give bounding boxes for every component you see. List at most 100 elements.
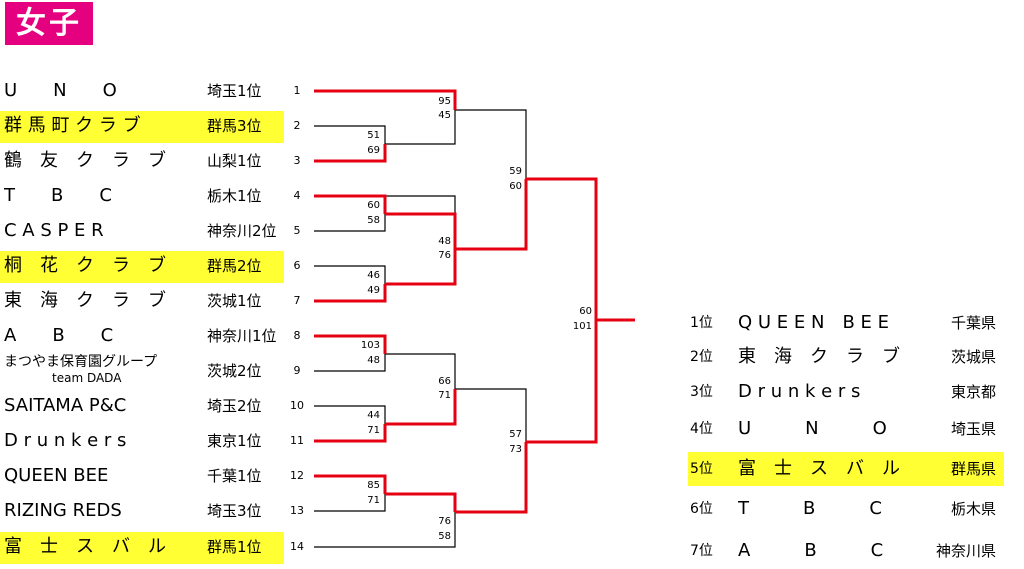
winner-line (455, 179, 528, 251)
team-pref: 山梨1位 (207, 152, 262, 170)
page-title: 女子 (5, 2, 93, 45)
score-bottom: 49 (367, 285, 380, 296)
score-top: 66 (438, 376, 451, 387)
score-bottom: 60 (509, 181, 522, 192)
team-name: A B C (4, 325, 114, 346)
score-bottom: 48 (367, 355, 380, 366)
rank-position: 7位 (690, 543, 713, 559)
winner-line (385, 492, 457, 512)
team-seed: 3 (293, 154, 301, 167)
score-bottom: 101 (572, 321, 592, 332)
team-name: 群 馬 町 ク ラ ブ (4, 115, 141, 136)
rank-position: 1位 (690, 315, 713, 331)
team-seed: 8 (293, 329, 301, 342)
rank-position: 5位 (690, 461, 713, 477)
team-pref: 茨城1位 (207, 292, 262, 310)
rank-pref: 茨城県 (950, 348, 996, 366)
team-pref: 神奈川2位 (207, 222, 277, 240)
score-bottom: 69 (367, 145, 380, 156)
winner-line (314, 144, 387, 163)
score-top: 51 (367, 130, 380, 141)
bracket-line (314, 494, 386, 512)
score-top: 48 (438, 236, 451, 247)
rank-pref: 埼玉県 (950, 420, 996, 438)
team-seed: 1 (293, 84, 301, 97)
score-top: 103 (360, 340, 380, 351)
rank-team: A B C (738, 540, 884, 561)
team-name: 東 海 ク ラ ブ (4, 290, 166, 311)
team-pref: 栃木1位 (207, 187, 262, 205)
score-top: 59 (509, 166, 522, 177)
score-bottom: 71 (367, 495, 380, 506)
rank-pref: 群馬県 (950, 460, 996, 478)
score-top: 44 (367, 410, 380, 421)
bracket-line (314, 125, 386, 144)
team-highlight (0, 532, 284, 564)
winner-line (314, 474, 387, 494)
ranking-highlight (688, 452, 1004, 486)
bracket-line (314, 214, 386, 232)
team-pref: 群馬2位 (207, 257, 262, 275)
team-seed: 14 (290, 540, 304, 553)
rank-position: 6位 (690, 501, 713, 517)
team-name: 富 士 ス バ ル (4, 536, 166, 557)
score-bottom: 73 (509, 444, 522, 455)
winner-line (385, 212, 457, 249)
team-name: まつやま保育園グループ team DADA (4, 354, 184, 390)
team-name: 鶴 友 ク ラ ブ (4, 150, 166, 171)
team-pref: 埼玉3位 (207, 502, 262, 520)
team-seed: 9 (293, 364, 301, 377)
team-pref: 埼玉2位 (207, 397, 262, 415)
team-seed: 2 (293, 119, 301, 132)
score-top: 60 (579, 306, 592, 317)
score-top: 85 (367, 480, 380, 491)
team-seed: 6 (293, 259, 301, 272)
winner-line (314, 284, 387, 303)
team-name: 桐 花 ク ラ ブ (4, 255, 166, 276)
team-name: T B C (4, 185, 112, 206)
team-pref: 東京1位 (207, 432, 262, 450)
team-pref: 神奈川1位 (207, 327, 277, 345)
team-pref: 群馬1位 (207, 538, 262, 556)
team-seed: 11 (290, 434, 304, 447)
winner-line (385, 249, 457, 286)
team-seed: 7 (293, 294, 301, 307)
team-seed: 4 (293, 189, 301, 202)
team-seed: 12 (290, 469, 304, 482)
score-top: 95 (438, 96, 451, 107)
team-highlight (0, 251, 284, 283)
score-bottom: 58 (438, 531, 451, 542)
team-pref: 埼玉1位 (207, 82, 262, 100)
winner-line (314, 424, 387, 443)
team-name: SAITAMA P&C (4, 395, 127, 416)
team-pref: 群馬3位 (207, 117, 262, 135)
team-name: RIZING REDS (4, 500, 122, 521)
team-name-line2: team DADA (52, 371, 122, 385)
winner-line (526, 177, 598, 320)
rank-pref: 栃木県 (950, 500, 996, 518)
winner-line (314, 194, 387, 214)
rank-team: 東 海 ク ラ ブ (738, 346, 900, 367)
score-top: 46 (367, 270, 380, 281)
bracket-line (314, 512, 456, 548)
bracket-line (385, 353, 456, 389)
team-seed: 5 (293, 224, 301, 237)
score-bottom: 45 (438, 110, 451, 121)
score-bottom: 71 (367, 425, 380, 436)
rank-position: 2位 (690, 349, 713, 365)
bracket-line (526, 178, 597, 320)
score-top: 57 (509, 429, 522, 440)
rank-team: U N O (738, 418, 887, 439)
bracket-line (385, 110, 456, 145)
winner-line (526, 318, 635, 444)
score-top: 76 (438, 516, 451, 527)
bracket-line (314, 265, 386, 284)
bracket-line (314, 405, 386, 424)
team-pref: 茨城2位 (207, 362, 262, 380)
team-name: U N O (4, 80, 117, 101)
winner-line (314, 334, 387, 354)
winner-line (314, 89, 457, 110)
team-seed: 10 (290, 399, 304, 412)
bracket-line (314, 354, 386, 372)
